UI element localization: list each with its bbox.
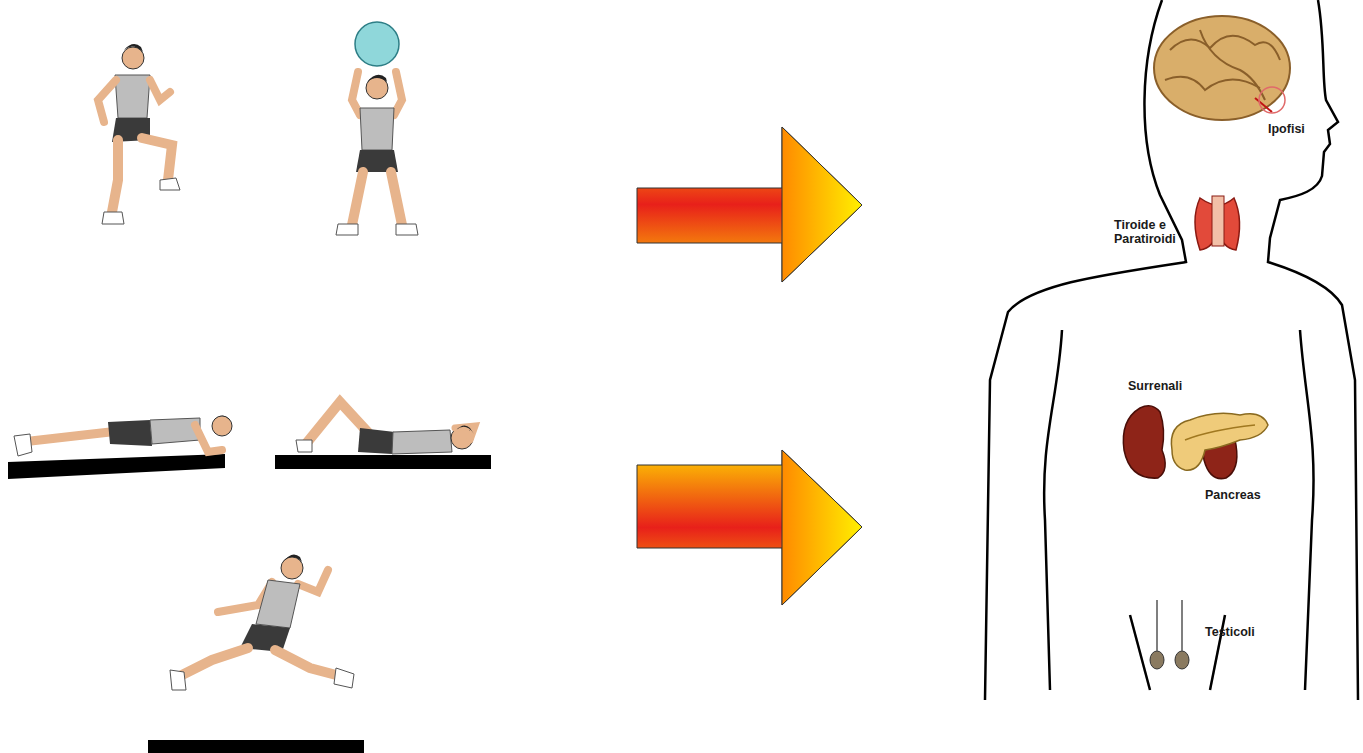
gland-label: Testicoli	[1205, 625, 1255, 639]
gland-label: Tiroide e Paratiroidi	[1114, 218, 1190, 247]
gland-label: Surrenali	[1128, 379, 1182, 393]
thyroid-icon	[1195, 196, 1240, 250]
gland-label-box: Pancreas	[1205, 488, 1261, 502]
brain-icon	[1154, 16, 1290, 120]
pancreas-icon	[1171, 413, 1268, 470]
gland-label: Pancreas	[1205, 488, 1261, 502]
gland-label-box: Testicoli	[1205, 625, 1255, 639]
gland-label-box: Tiroide e Paratiroidi	[1114, 218, 1190, 247]
block-arrow	[637, 127, 862, 282]
exercise-figure	[148, 554, 364, 753]
body-outline	[985, 0, 1358, 700]
gland-label-box: Ipofisi	[1268, 122, 1305, 136]
gland-label: Ipofisi	[1268, 122, 1305, 136]
exercise-figure	[8, 415, 232, 479]
exercise-figure	[275, 402, 491, 469]
exercise-figure	[98, 44, 180, 224]
exercise-figure	[336, 22, 418, 235]
block-arrow	[637, 450, 862, 605]
testes-icon	[1150, 600, 1189, 669]
gland-label-box: Surrenali	[1128, 379, 1182, 393]
